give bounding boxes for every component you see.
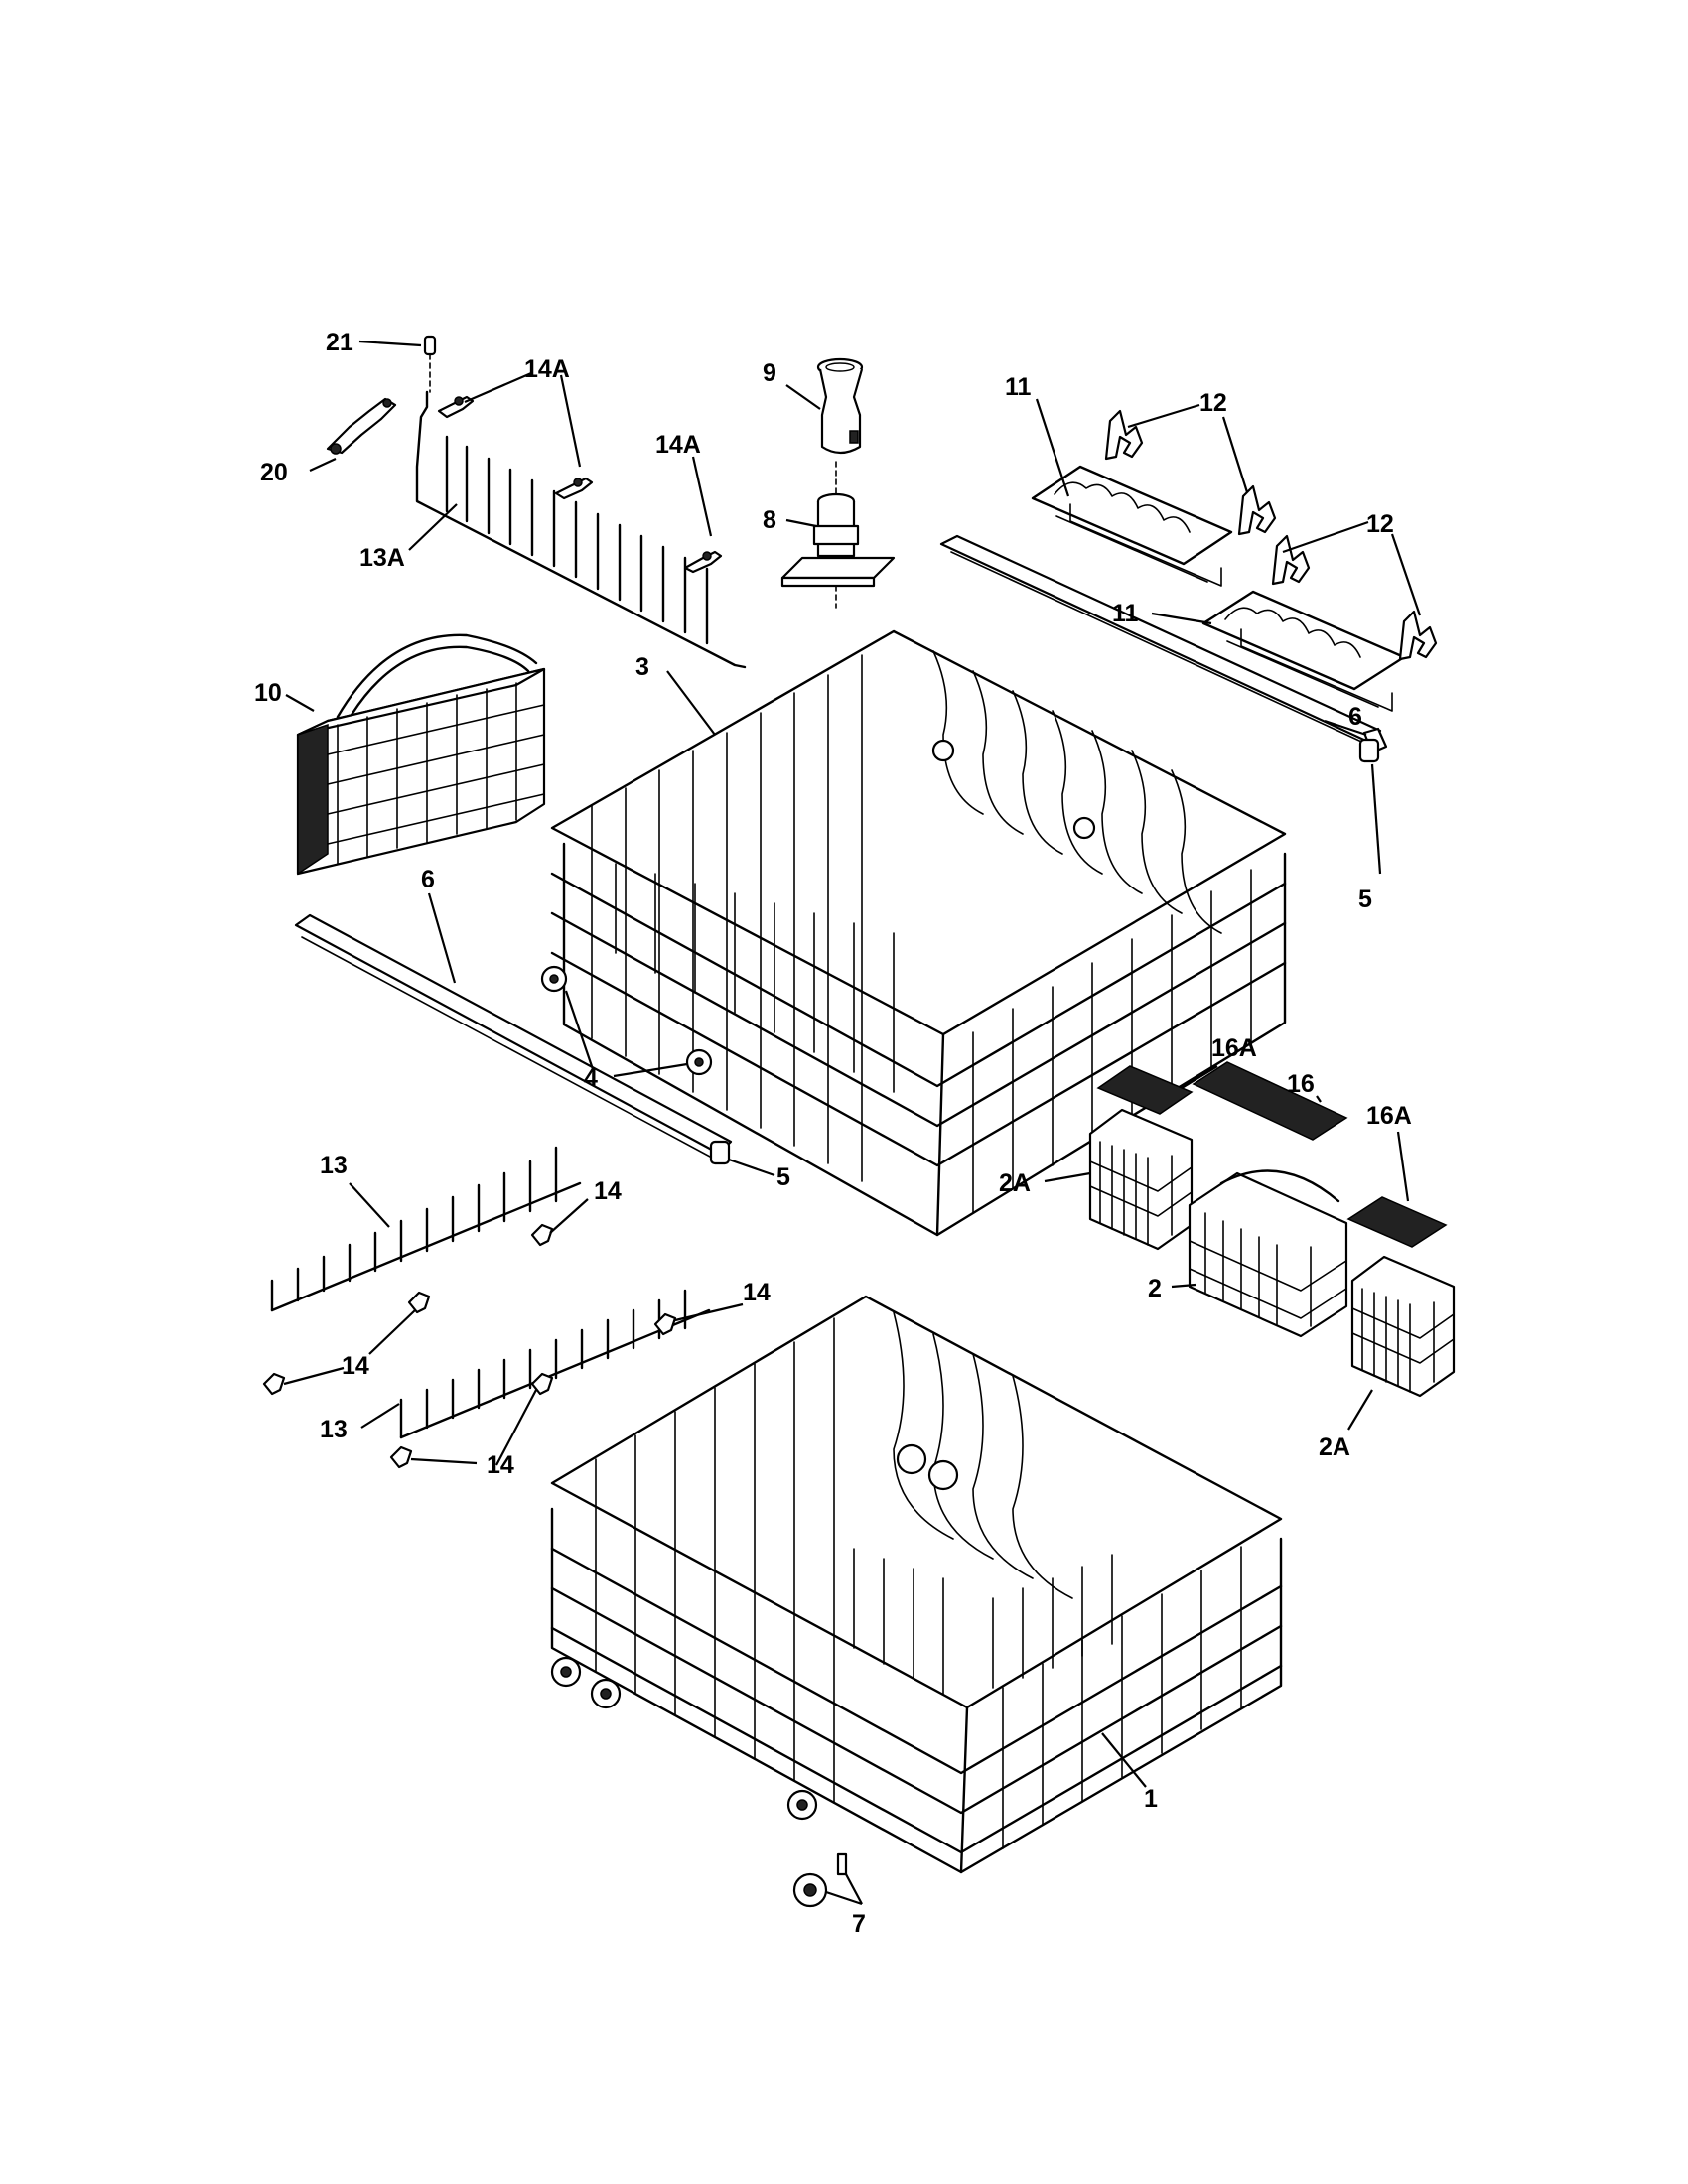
label-13-lower: 13	[320, 1416, 348, 1443]
label-3: 3	[635, 653, 649, 681]
part-11-rack-lower	[1201, 590, 1406, 712]
label-4: 4	[584, 1064, 598, 1092]
label-16: 16	[1287, 1070, 1315, 1098]
part-12-clips	[1104, 409, 1438, 661]
part-13-tine-row-upper	[270, 1146, 582, 1312]
label-14a-2: 14A	[655, 431, 701, 459]
label-11-upper: 11	[1005, 373, 1032, 401]
label-14-c: 14	[342, 1352, 369, 1380]
part-2a-basket-left	[1088, 1108, 1194, 1251]
label-5-left: 5	[776, 1163, 790, 1191]
label-13-upper: 13	[320, 1152, 348, 1179]
part-2-basket-center	[1188, 1169, 1348, 1338]
part-3-upper-rack	[550, 629, 1287, 1237]
label-8: 8	[763, 506, 776, 534]
part-16-lid-center	[1192, 1061, 1348, 1141]
label-13a: 13A	[359, 544, 405, 572]
part-13-tine-row-lower	[399, 1289, 711, 1439]
label-11-lower: 11	[1112, 600, 1139, 627]
part-14-clips	[262, 1223, 677, 1469]
part-10-silverware-basket	[296, 633, 546, 876]
label-2a-right: 2A	[1319, 1433, 1350, 1461]
label-12-upper: 12	[1199, 389, 1227, 417]
label-7: 7	[852, 1910, 866, 1938]
label-12-lower: 12	[1366, 510, 1394, 538]
part-5-endcap-left	[709, 1140, 731, 1165]
leader-lines	[283, 340, 1422, 1906]
part-8-manifold	[780, 461, 896, 609]
label-21: 21	[326, 329, 353, 356]
part-14a-clip	[437, 395, 723, 574]
label-9: 9	[763, 359, 776, 387]
label-6-right: 6	[1348, 703, 1362, 731]
callout-labels: 21 20 14A 14A 13A 9 8 11 11 12 12 10 3 6…	[254, 329, 1412, 1938]
part-16a-lid-right	[1346, 1196, 1448, 1248]
label-14-a: 14	[594, 1177, 622, 1205]
part-4-wheels	[540, 965, 713, 1076]
part-13a-tine-row	[415, 390, 747, 669]
part-5-endcap-right	[1358, 738, 1380, 763]
label-20: 20	[260, 459, 288, 486]
label-6-left: 6	[421, 866, 435, 893]
part-9-nozzle	[816, 357, 864, 455]
label-14-d: 14	[487, 1451, 514, 1479]
part-6-rail-right	[939, 534, 1388, 754]
label-14a-1: 14A	[524, 355, 570, 383]
label-2: 2	[1148, 1275, 1162, 1302]
part-2a-basket-right	[1350, 1255, 1456, 1398]
label-10: 10	[254, 679, 282, 707]
part-20-clip	[326, 397, 397, 455]
label-2a-left: 2A	[999, 1169, 1031, 1197]
label-16a-left: 16A	[1211, 1034, 1257, 1062]
part-7-wheel	[792, 1852, 848, 1908]
label-5-right: 5	[1358, 886, 1372, 913]
label-14-b: 14	[743, 1279, 771, 1306]
part-6-rail-left	[294, 913, 733, 1164]
part-16a-lid-left	[1096, 1065, 1194, 1115]
label-1: 1	[1144, 1785, 1158, 1813]
part-21-cap	[423, 335, 437, 393]
part-1-lower-rack	[550, 1295, 1283, 1874]
label-16a-right: 16A	[1366, 1102, 1412, 1130]
part-11-rack-upper	[1031, 465, 1233, 587]
